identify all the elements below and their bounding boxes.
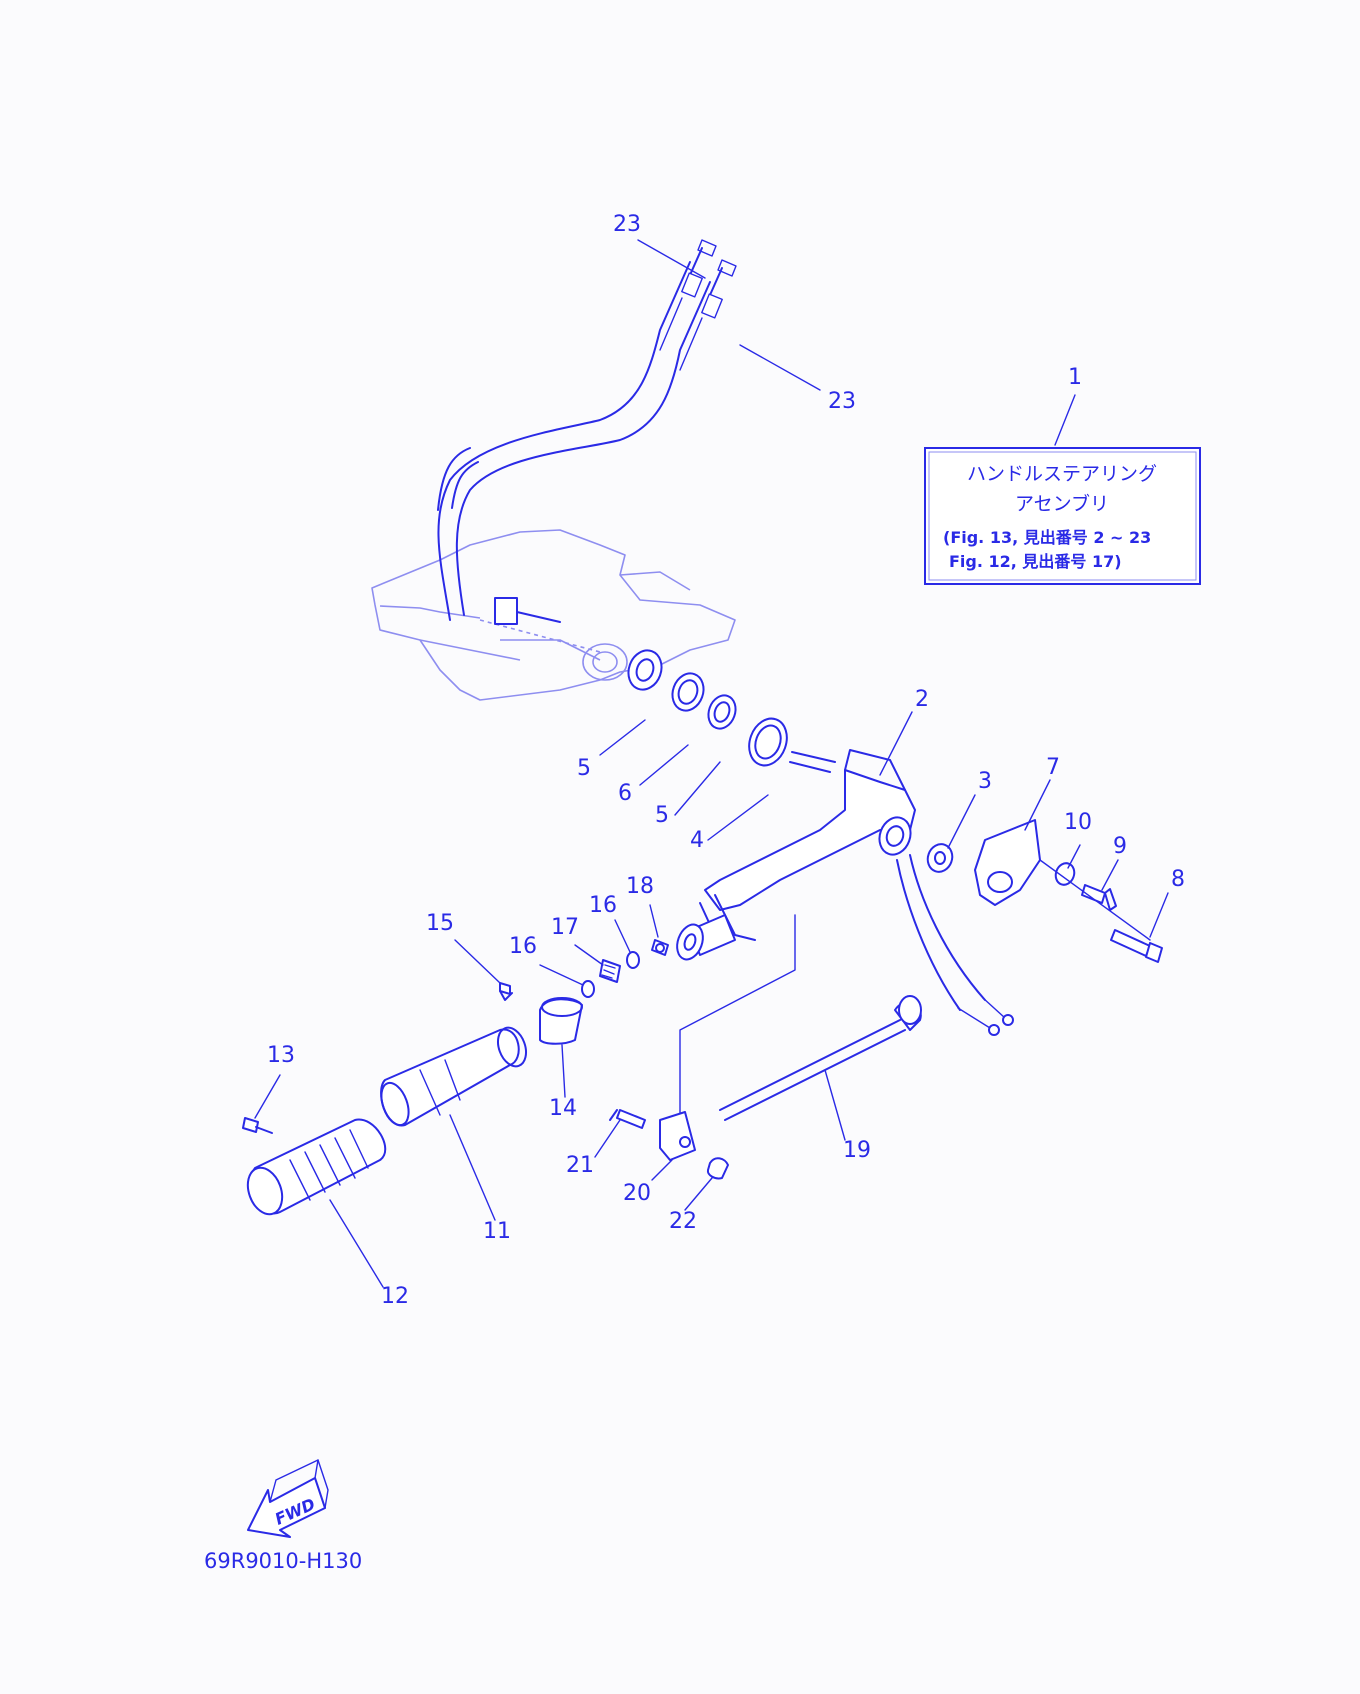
washer-10 [1054,862,1076,886]
washer-6 [671,672,705,712]
fwd-arrow: FWD [247,1459,329,1538]
friction-rod-parts [609,995,922,1180]
callout-5b: 5 [655,803,669,828]
cable-clip [494,597,518,625]
nut-18 [651,939,669,956]
bolt-9 [1081,884,1106,904]
callout-4: 4 [690,828,704,853]
note-line-4: Fig. 12, 見出番号 17) [949,552,1122,571]
callout-2: 2 [915,687,929,712]
callout-12: 12 [381,1284,409,1309]
callout-22: 22 [669,1209,697,1234]
screw-13 [242,1117,259,1133]
callout-13: 13 [267,1043,295,1068]
drawing-code: 69R9010-H130 [204,1549,362,1573]
washer-5b [707,694,737,730]
callout-5a: 5 [577,756,591,781]
callout-6: 6 [618,781,632,806]
washer-16b [626,951,640,969]
callout-8: 8 [1171,867,1185,892]
callout-14: 14 [549,1096,577,1121]
callout-16a: 16 [509,934,537,959]
note-line-1: ハンドルステアリング [967,463,1157,485]
callout-1: 1 [1068,365,1082,390]
bolt-21 [616,1109,646,1129]
bolt-8 [1110,929,1151,957]
callout-labels: 1 2 3 4 5 5 6 7 8 9 10 11 12 13 14 15 16… [267,212,1185,1309]
callout-23b: 23 [828,389,856,414]
leader-lines [254,239,1169,1288]
callout-15: 15 [426,911,454,936]
bracket-outline [371,529,736,701]
callout-10: 10 [1064,810,1092,835]
steering-handle [676,749,1014,1131]
callout-23a: 23 [613,212,641,237]
callout-18: 18 [626,874,654,899]
bushing-4 [748,717,788,767]
callout-7: 7 [1046,755,1060,780]
washer-16a [581,980,595,998]
callout-9: 9 [1113,834,1127,859]
callout-16b: 16 [589,893,617,918]
callout-17: 17 [551,915,579,940]
callout-20: 20 [623,1181,651,1206]
callout-3: 3 [978,769,992,794]
spring-17 [599,959,621,983]
collar-3 [926,843,954,873]
sleeve-14 [539,998,583,1045]
nut-22 [706,1157,729,1180]
washer-5a [627,649,663,691]
assembly-note-box: ハンドルステアリング アセンブリ (Fig. 13, 見出番号 2 ~ 23 F… [924,447,1201,585]
callout-21: 21 [566,1153,594,1178]
callout-11: 11 [483,1219,511,1244]
washers-group [627,649,788,767]
clamp-20 [659,1111,696,1161]
pivot-hardware [926,819,1163,963]
throttle-cables [437,239,737,625]
note-line-3: (Fig. 13, 見出番号 2 ~ 23 [943,528,1151,547]
plate-7 [974,819,1041,906]
callout-19: 19 [843,1138,871,1163]
note-line-2: アセンブリ [1015,492,1109,515]
grip-parts [242,939,669,1216]
